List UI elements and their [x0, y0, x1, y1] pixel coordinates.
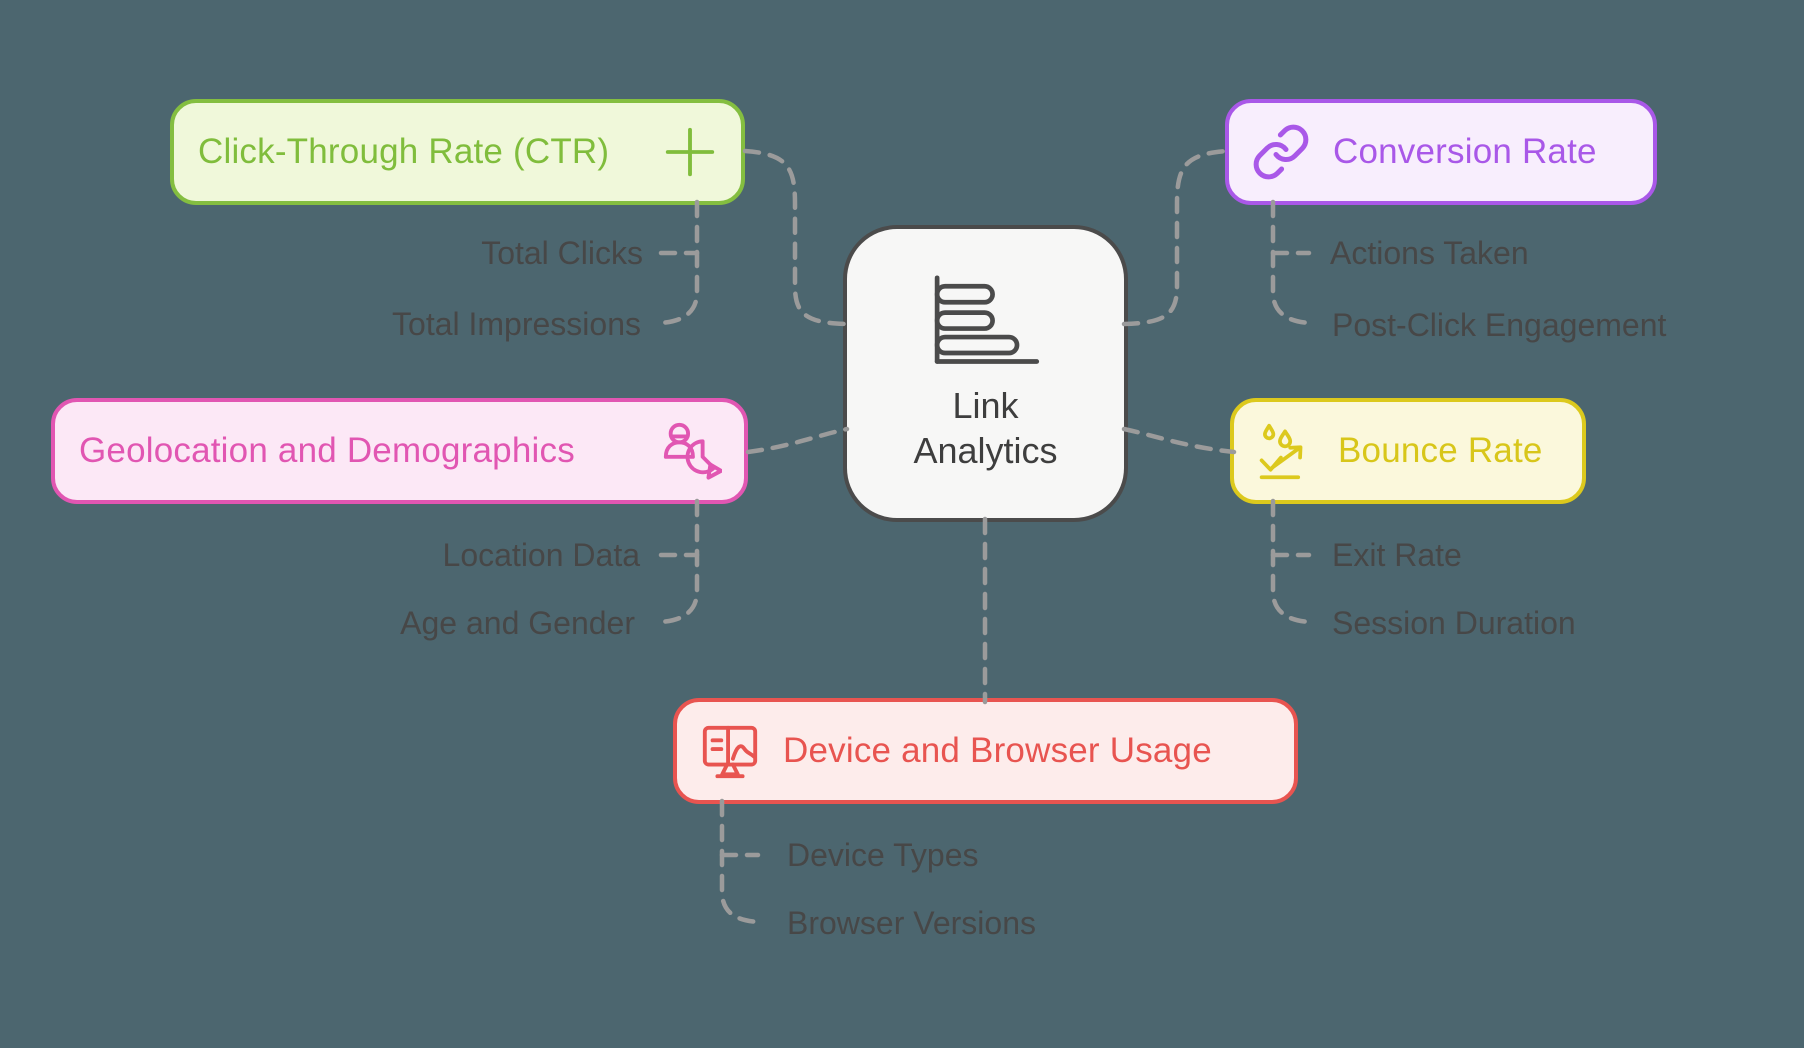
center-label-line1: Link [952, 384, 1019, 426]
child-total-clicks[interactable]: Total Clicks [481, 235, 643, 271]
node-bounce-rate[interactable]: Bounce Rate [1230, 398, 1586, 504]
child-post-click-engagement[interactable]: Post-Click Engagement [1332, 307, 1667, 343]
node-conversion-rate[interactable]: Conversion Rate [1225, 99, 1657, 205]
node-geolocation-demographics[interactable]: Geolocation and Demographics [51, 398, 748, 504]
child-location-data[interactable]: Location Data [442, 537, 640, 573]
child-total-impressions[interactable]: Total Impressions [392, 306, 641, 342]
child-browser-versions[interactable]: Browser Versions [787, 905, 1036, 941]
connector-center-conversion [1121, 148, 1230, 327]
connector-geo-children [656, 498, 700, 625]
connector-device-children [719, 798, 763, 925]
monitor-icon [702, 725, 758, 779]
child-actions-taken[interactable]: Actions Taken [1330, 235, 1529, 271]
connector-geo-center [745, 426, 850, 455]
center-label: Link Analytics [913, 383, 1057, 473]
connector-center-bounce [1121, 426, 1237, 455]
droplets-bounce-icon [1259, 423, 1303, 480]
node-label: Bounce Rate [1338, 431, 1543, 470]
chain-icon [1253, 124, 1309, 180]
center-node-link-analytics[interactable]: Link Analytics [843, 225, 1128, 522]
node-label: Device and Browser Usage [783, 731, 1212, 770]
node-label: Conversion Rate [1333, 132, 1597, 171]
bar-chart-icon [934, 274, 1039, 364]
child-exit-rate[interactable]: Exit Rate [1332, 537, 1462, 573]
child-device-types[interactable]: Device Types [787, 837, 979, 873]
node-label: Click-Through Rate (CTR) [198, 132, 610, 171]
connector-conversion-children [1270, 199, 1314, 326]
connector-ctr-center [742, 148, 850, 327]
connector-ctr-children [656, 199, 700, 326]
person-pie-icon [663, 422, 722, 480]
node-click-through-rate[interactable]: Click-Through Rate (CTR) [170, 99, 745, 205]
plus-icon [665, 127, 715, 177]
connector-bounce-children [1270, 498, 1314, 625]
node-label: Geolocation and Demographics [79, 431, 575, 470]
center-label-line2: Analytics [913, 429, 1058, 471]
child-age-and-gender[interactable]: Age and Gender [400, 605, 635, 641]
node-device-browser-usage[interactable]: Device and Browser Usage [673, 698, 1298, 804]
child-session-duration[interactable]: Session Duration [1332, 605, 1576, 641]
